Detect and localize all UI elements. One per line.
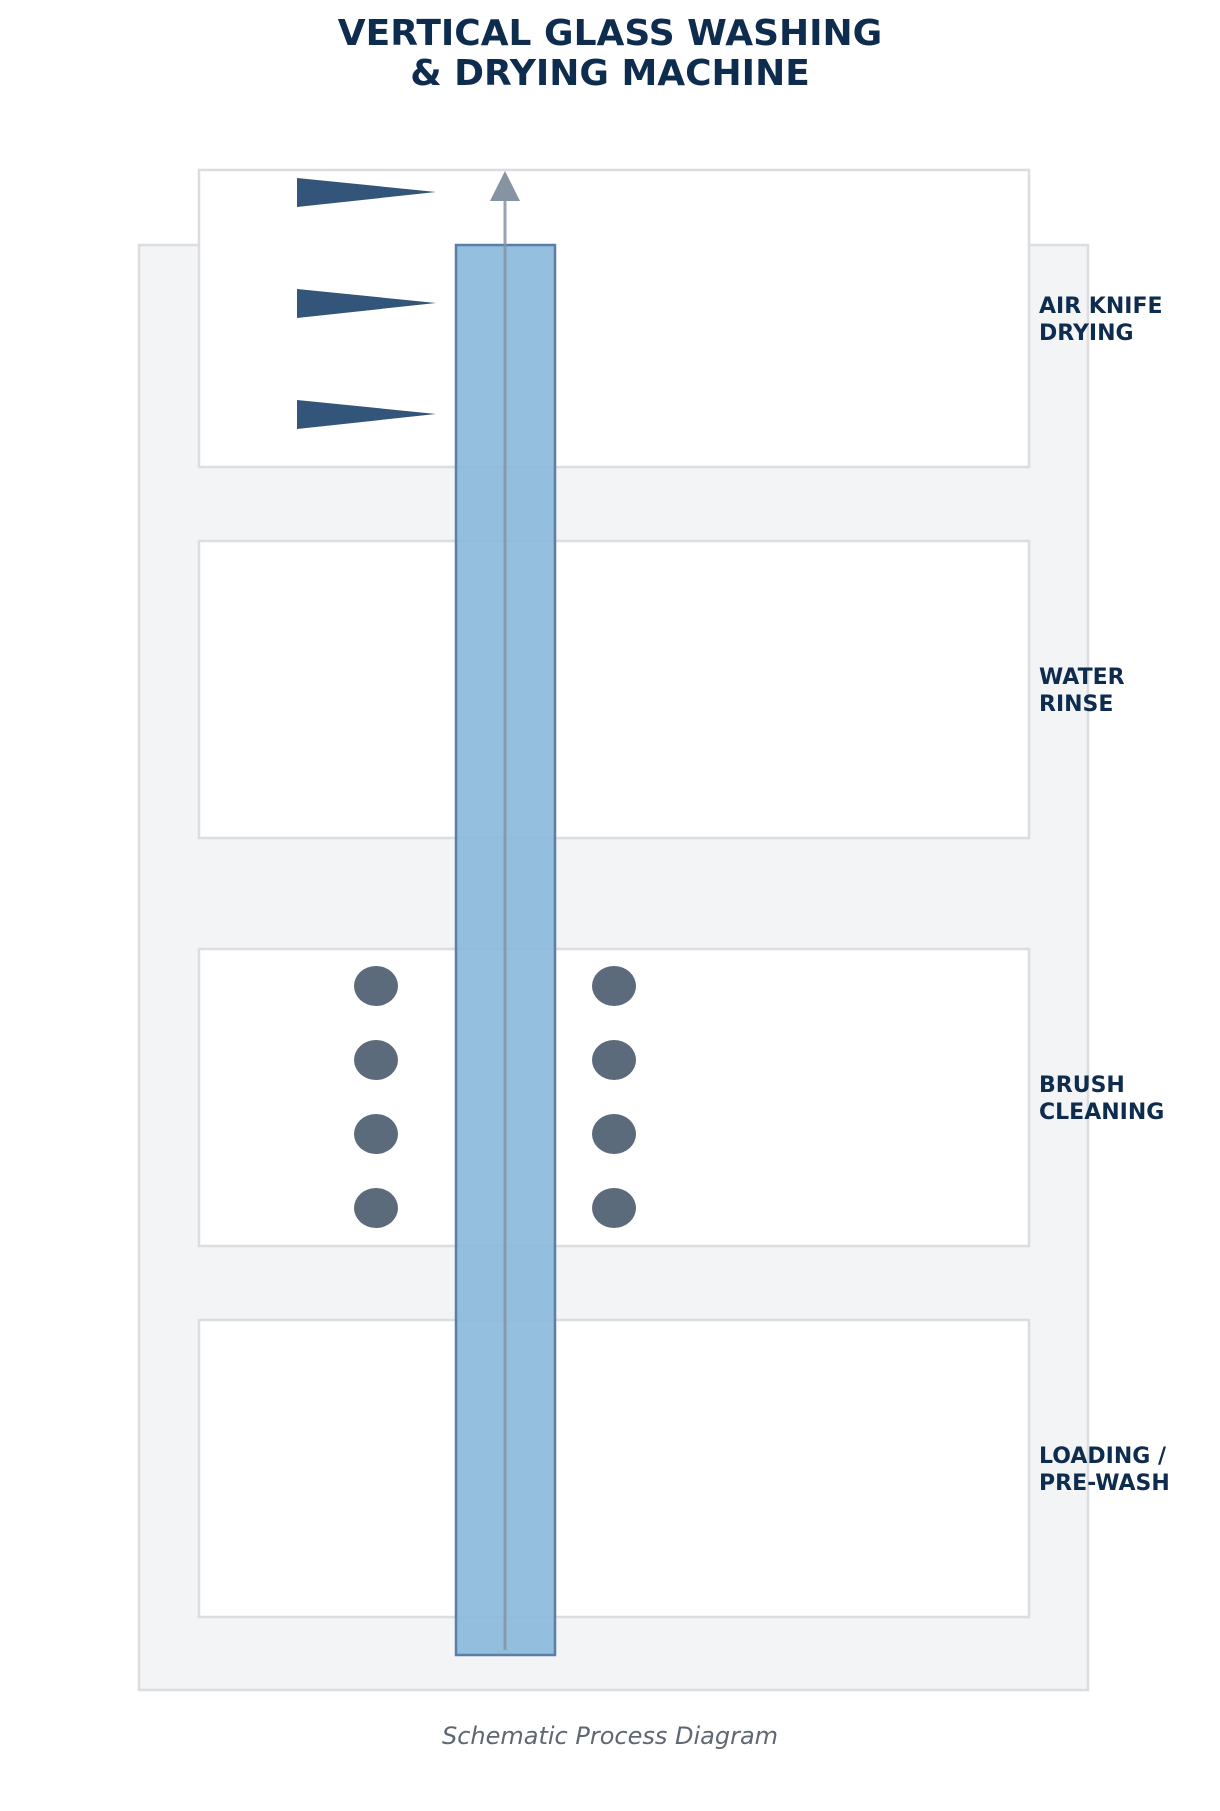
zone-label-line-2: PRE-WASH [1039, 1471, 1170, 1496]
brush-roller-icon [592, 966, 636, 1006]
zone-label-brush-cleaning: BRUSH CLEANING [1039, 1073, 1164, 1125]
zone-box-water-rinse [197, 539, 1031, 840]
brush-roller-icon [592, 1040, 636, 1080]
zone-label-line-1: BRUSH [1039, 1073, 1125, 1098]
air-knife-nozzle-icon [297, 289, 436, 318]
zone-box-loading-pre-wash [197, 1318, 1031, 1619]
zone-label-line-1: AIR KNIFE [1039, 294, 1163, 319]
brush-roller-icon [592, 1114, 636, 1154]
brush-roller-icon [354, 966, 398, 1006]
air-knife-nozzle-icon [297, 178, 436, 207]
zone-label-line-2: DRYING [1039, 321, 1134, 346]
diagram-title: VERTICAL GLASS WASHING & DRYING MACHINE [0, 14, 1220, 94]
brush-roller-group [354, 966, 636, 1228]
air-knife-nozzle-icon [297, 400, 436, 429]
brush-roller-icon [354, 1040, 398, 1080]
diagram-title-line-2: & DRYING MACHINE [410, 53, 810, 94]
brush-roller-icon [354, 1114, 398, 1154]
brush-roller-icon [354, 1188, 398, 1228]
diagram-caption: Schematic Process Diagram [441, 1722, 779, 1750]
brush-roller-icon [592, 1188, 636, 1228]
zone-label-water-rinse: WATER RINSE [1039, 665, 1132, 717]
zone-label-air-knife-drying: AIR KNIFE DRYING [1039, 294, 1170, 346]
zone-label-line-1: LOADING / [1039, 1444, 1167, 1469]
diagram-title-line-1: VERTICAL GLASS WASHING [337, 13, 883, 54]
air-knife-group [297, 178, 436, 429]
zone-label-line-2: CLEANING [1039, 1100, 1164, 1125]
zone-label-line-2: RINSE [1039, 692, 1113, 717]
zone-label-loading-pre-wash: LOADING / PRE-WASH [1039, 1444, 1174, 1496]
zone-label-line-1: WATER [1039, 665, 1125, 690]
